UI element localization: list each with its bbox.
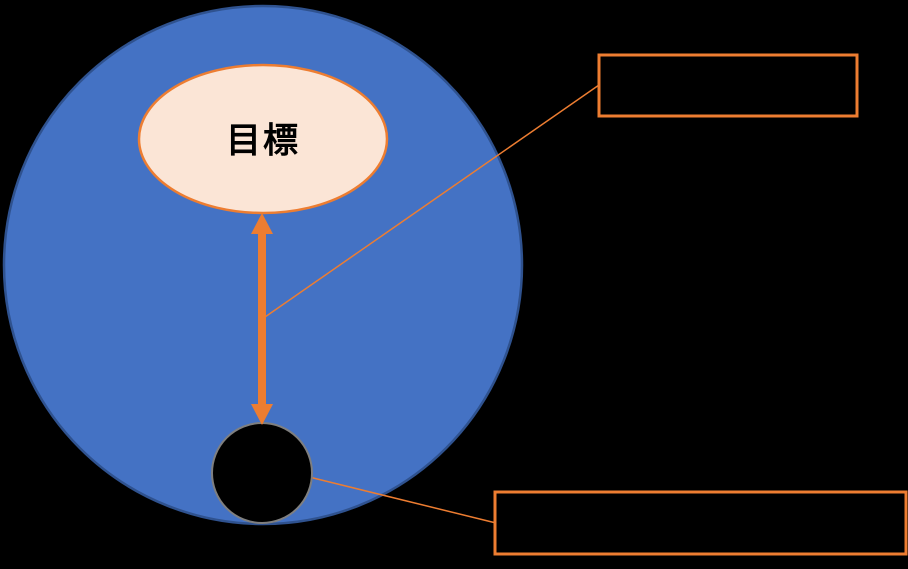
callout-box-bottom (493, 490, 908, 556)
leader-line-bottom (296, 473, 497, 524)
goal-ellipse (137, 63, 389, 215)
leader-line-top (264, 84, 600, 318)
callout-box-top (597, 53, 859, 118)
goal-label: 目標 (226, 122, 300, 161)
black-circle (211, 422, 313, 524)
arrowhead-up-icon (251, 213, 273, 234)
arrowhead-down-icon (251, 404, 273, 425)
